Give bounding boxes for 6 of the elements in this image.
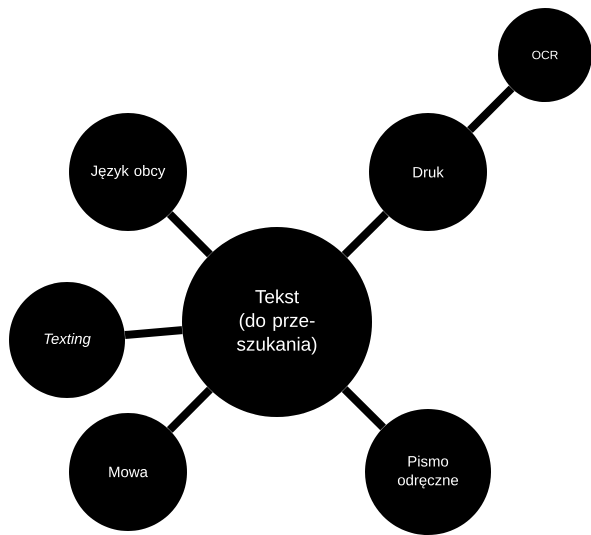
connector: [124, 326, 182, 340]
connector: [166, 386, 213, 433]
connector: [342, 386, 386, 430]
connector: [342, 210, 389, 258]
connector: [467, 86, 514, 133]
connector: [166, 211, 213, 258]
